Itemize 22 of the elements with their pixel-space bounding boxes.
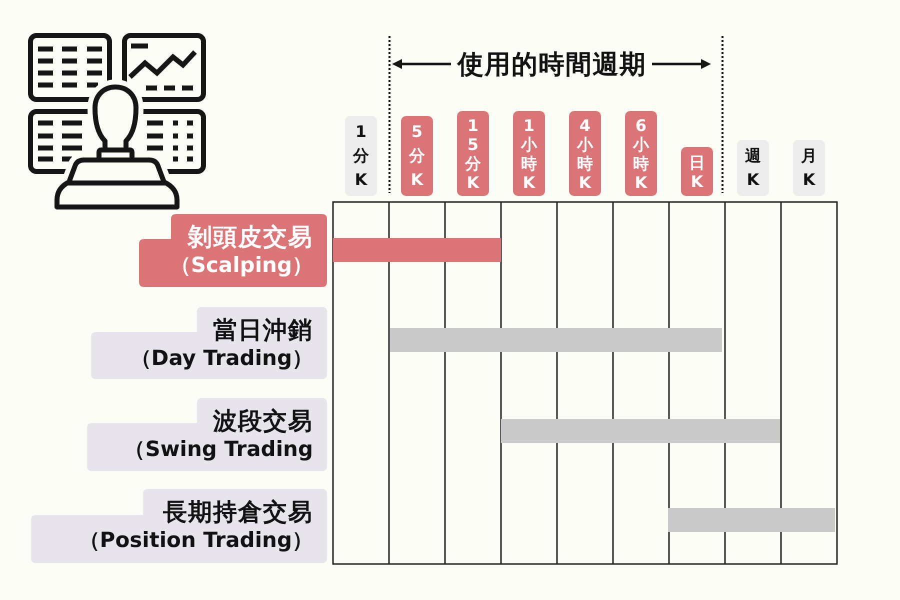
range-bar (501, 419, 780, 443)
range-bar (333, 238, 501, 262)
subheading: （Day Trading） (130, 345, 313, 372)
timeframe-tag: 5分K (401, 116, 433, 196)
subheading: （Scalping） (170, 252, 313, 279)
timeframe-tag: 1小時K (513, 111, 545, 196)
range-label: 使用的時間週期 (458, 50, 646, 80)
timeframe-tag: 4小時K (569, 111, 601, 196)
heading: 剝頭皮交易 (188, 223, 313, 251)
subheading: （Position Trading） (78, 527, 313, 554)
heading: 波段交易 (213, 407, 313, 435)
timeframe-tag: 週K (737, 140, 769, 196)
timeframe-tag: 1分K (345, 116, 377, 196)
range-bar (668, 508, 835, 532)
range-bar (390, 328, 722, 352)
heading: 長期持倉交易 (163, 498, 313, 526)
timeframe-tag: 日K (681, 147, 713, 196)
timeframe-tag: 15分K (457, 111, 489, 196)
timeframe-tag: 月K (793, 140, 825, 196)
heading: 當日沖銷 (213, 316, 313, 344)
timeframe-tag: 6小時K (625, 111, 657, 196)
subheading: （Swing Trading (124, 436, 313, 463)
